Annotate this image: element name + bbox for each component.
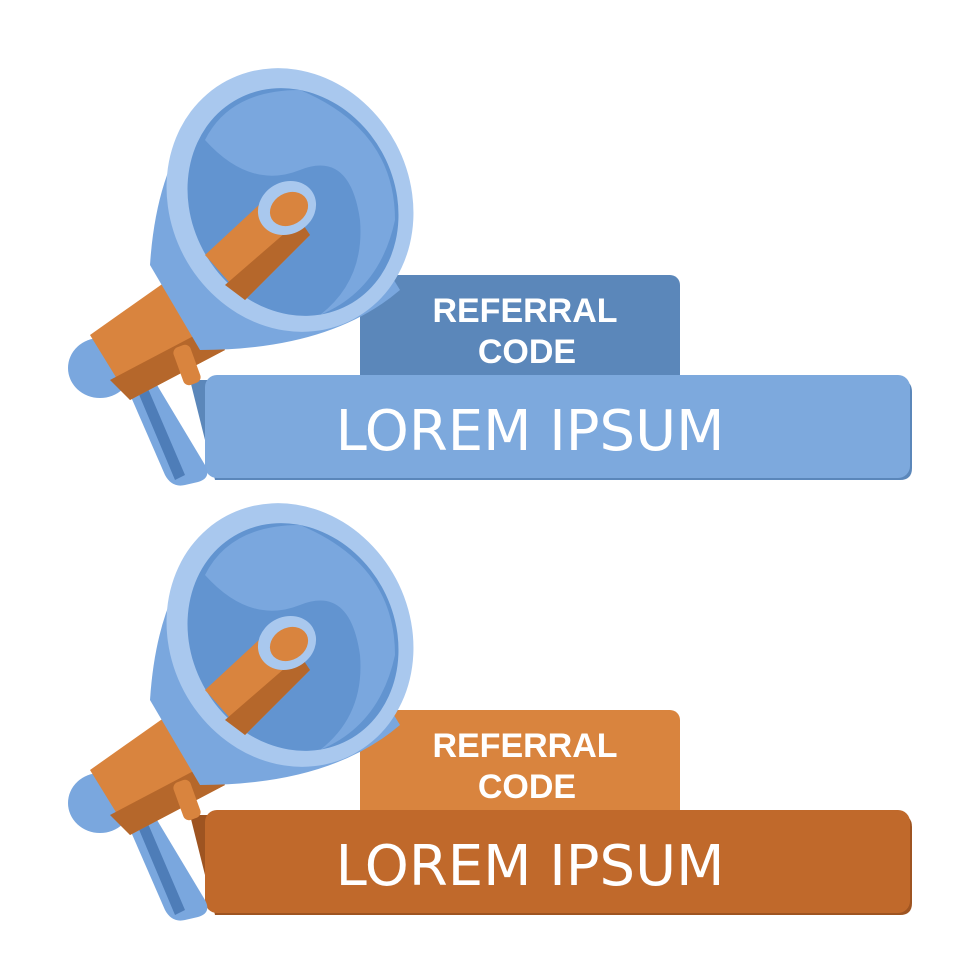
referral-label-line1: REFERRAL (432, 292, 617, 330)
code-bar (205, 810, 910, 913)
referral-code-value[interactable]: LOREM IPSUM (336, 399, 725, 464)
referral-label-tab (360, 275, 680, 385)
code-bar (205, 375, 910, 478)
referral-banner-blue: REFERRAL CODE LOREM IPSUM (68, 68, 912, 486)
megaphone-icon (68, 503, 414, 921)
referral-label-line2: CODE (478, 333, 576, 371)
megaphone-icon (68, 68, 414, 486)
referral-code-value[interactable]: LOREM IPSUM (336, 834, 725, 899)
referral-banner-orange: REFERRAL CODE LOREM IPSUM (68, 503, 912, 921)
referral-label-line2: CODE (478, 768, 576, 806)
referral-label-tab (360, 710, 680, 820)
referral-label-line1: REFERRAL (432, 727, 617, 765)
